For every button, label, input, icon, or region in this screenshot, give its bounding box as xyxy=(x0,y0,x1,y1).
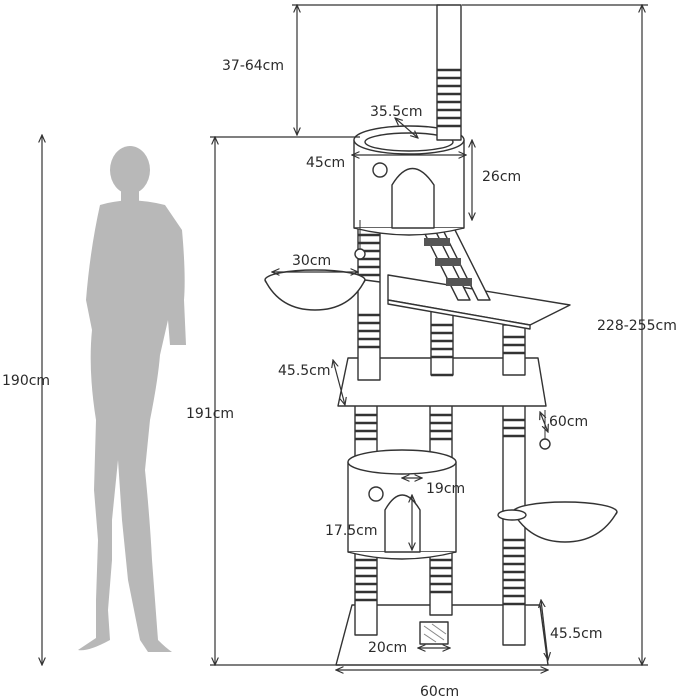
label-lower-house-inner: 19cm xyxy=(426,481,465,497)
label-base-width: 60cm xyxy=(420,684,459,700)
top-house-hole xyxy=(372,162,388,178)
lower-house-top xyxy=(347,449,457,475)
hammock-lower xyxy=(497,501,618,543)
label-tree-total-height: 228-255cm xyxy=(597,318,677,334)
extension-pole xyxy=(436,4,462,141)
post-stripes xyxy=(437,68,461,128)
post xyxy=(502,324,526,376)
label-pad-width: 20cm xyxy=(368,640,407,656)
dimension-lines xyxy=(42,5,648,670)
label-top-house-inner: 35.5cm xyxy=(370,104,423,120)
label-tree-base-height: 191cm xyxy=(186,406,234,422)
post-stripes xyxy=(355,413,525,606)
lower-house-hole xyxy=(368,486,384,502)
toy-ball xyxy=(539,438,551,450)
ladder xyxy=(417,219,491,301)
lower-house-door xyxy=(384,494,421,553)
dimension-labels: 190cm 191cm 228-255cm 37-64cm 35.5cm 45c… xyxy=(2,58,677,700)
person-silhouette xyxy=(78,146,186,652)
label-top-house-width: 45cm xyxy=(306,155,345,171)
label-person-height: 190cm xyxy=(2,373,50,389)
top-house-door xyxy=(391,168,435,229)
post xyxy=(357,224,381,381)
label-top-house-height: 26cm xyxy=(482,169,521,185)
label-platform-width: 60cm xyxy=(549,414,588,430)
label-extension: 37-64cm xyxy=(222,58,284,74)
cat-tree xyxy=(264,4,618,666)
post-stripes xyxy=(358,233,525,377)
toy-ball xyxy=(354,248,366,260)
label-base-depth: 45.5cm xyxy=(550,626,603,642)
label-platform-depth: 45.5cm xyxy=(278,363,331,379)
post xyxy=(430,309,454,376)
label-lower-house-door: 17.5cm xyxy=(325,523,378,539)
label-hammock-top: 30cm xyxy=(292,253,331,269)
